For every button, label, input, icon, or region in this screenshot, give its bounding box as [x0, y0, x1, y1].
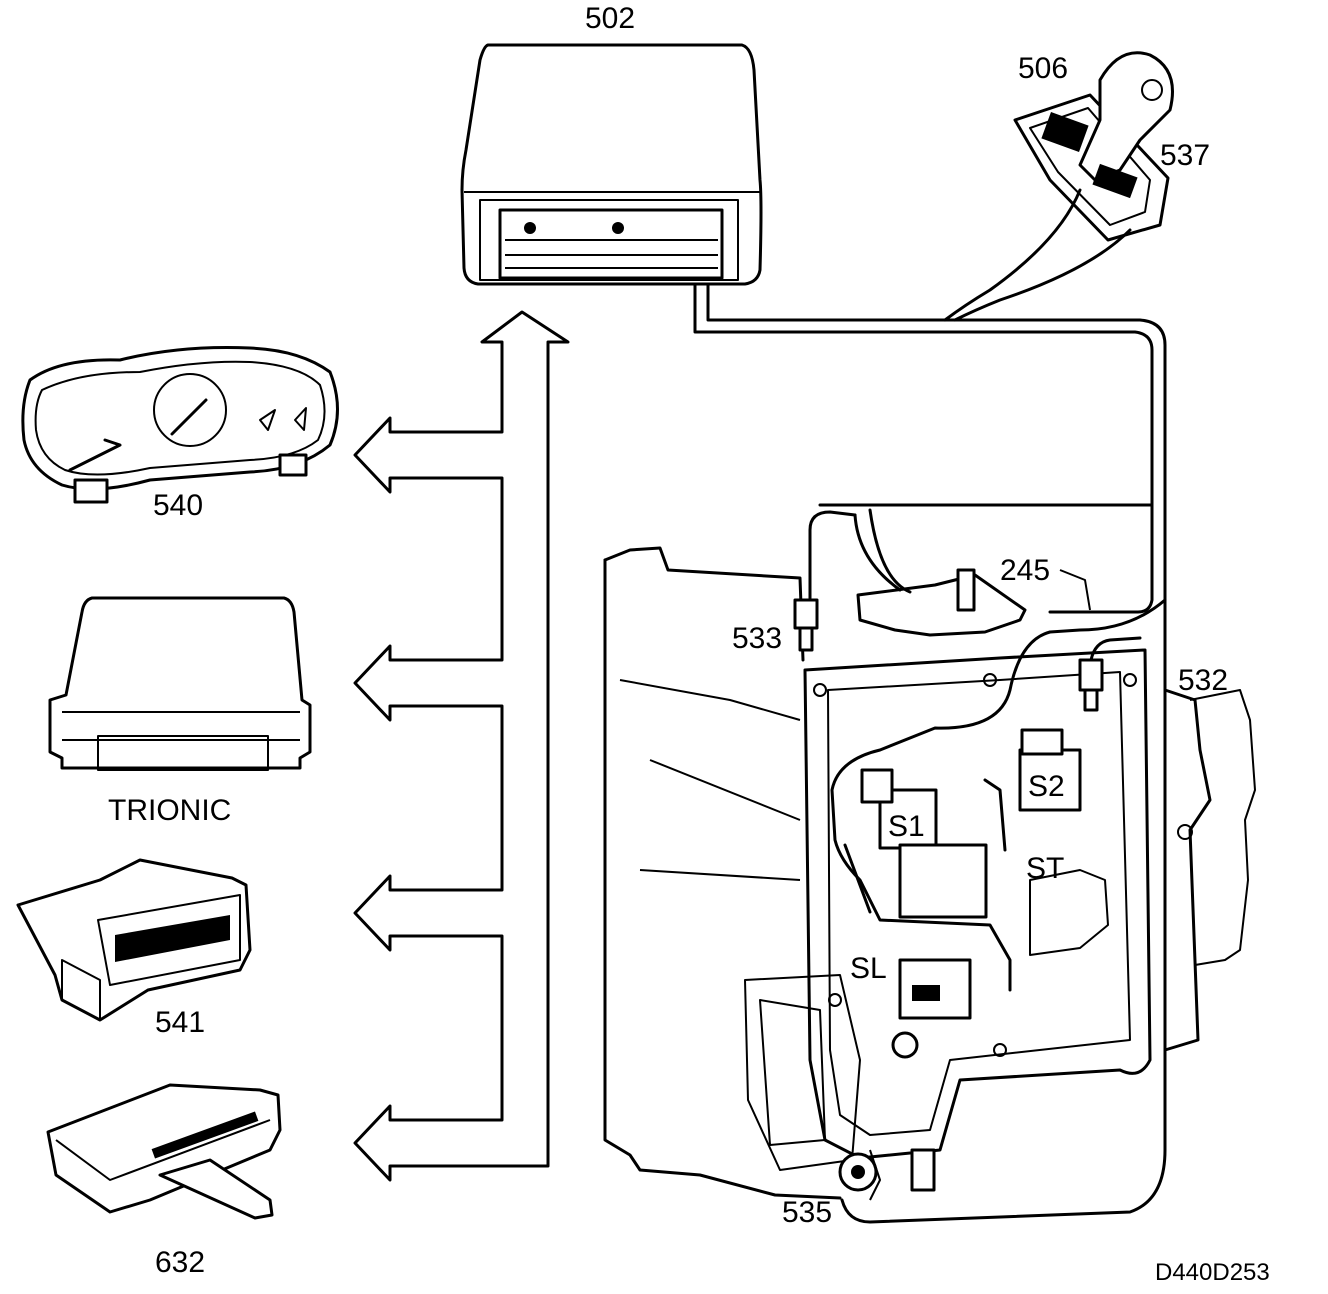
label-sl: SL	[850, 952, 887, 985]
label-s1: S1	[888, 810, 925, 843]
label-537: 537	[1160, 139, 1210, 172]
speed-sensor-533	[793, 598, 819, 652]
label-trionic: TRIONIC	[108, 794, 231, 827]
label-502: 502	[585, 2, 635, 35]
label-533: 533	[732, 622, 782, 655]
speed-sensor-532	[1078, 636, 1142, 712]
label-506: 506	[1018, 52, 1068, 85]
label-632: 632	[155, 1246, 205, 1279]
position-sensor-245	[808, 503, 1154, 637]
solenoid-s2	[1018, 728, 1082, 812]
communication-bus	[353, 310, 570, 1182]
label-540: 540	[153, 489, 203, 522]
main-wiring-harness	[693, 282, 1167, 1224]
label-541: 541	[155, 1006, 205, 1039]
temp-sensor-535	[838, 1148, 936, 1192]
instrument-cluster-540	[21, 346, 339, 504]
label-532: 532	[1178, 664, 1228, 697]
solenoid-sl	[891, 958, 972, 1059]
selector-lever-506	[943, 51, 1174, 322]
display-unit-541	[16, 858, 252, 1022]
solenoid-st	[898, 843, 1109, 956]
label-st: ST	[1026, 852, 1064, 885]
control-module-502	[460, 43, 763, 286]
figure-reference: D440D253	[1155, 1259, 1270, 1286]
valve-body	[803, 648, 1193, 1160]
label-245: 245	[1000, 554, 1050, 587]
transmission-housing	[603, 546, 1256, 1200]
module-632	[46, 1083, 282, 1220]
label-s2: S2	[1028, 770, 1065, 803]
label-535: 535	[782, 1196, 832, 1229]
trionic-module	[48, 596, 312, 771]
